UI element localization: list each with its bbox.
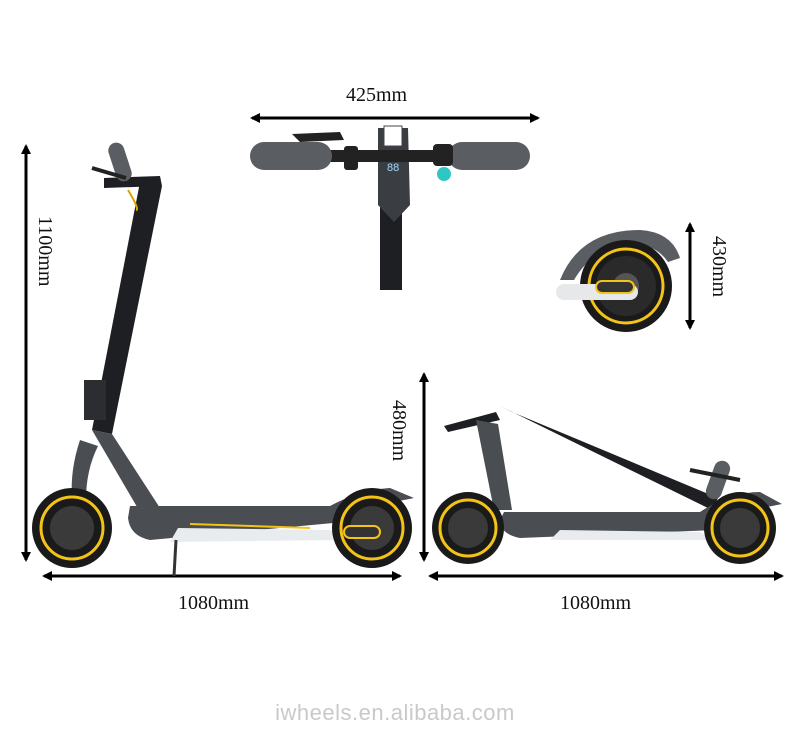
- length-folded-label: 1080mm: [560, 592, 632, 614]
- svg-text:88: 88: [387, 162, 399, 174]
- height-label: 1100mm: [34, 216, 56, 287]
- wheel-diameter-label: 430mm: [708, 236, 730, 298]
- handlebar-closeup: 88: [250, 125, 530, 290]
- watermark: iwheels.en.alibaba.com: [275, 700, 515, 725]
- scooter-folded: [432, 406, 782, 564]
- handlebar-width-label: 425mm: [346, 84, 408, 106]
- length-unfolded-label: 1080mm: [178, 592, 250, 614]
- wheel-closeup: [556, 230, 680, 332]
- scooter-unfolded: [32, 142, 414, 577]
- folded-height-label: 480mm: [388, 400, 410, 462]
